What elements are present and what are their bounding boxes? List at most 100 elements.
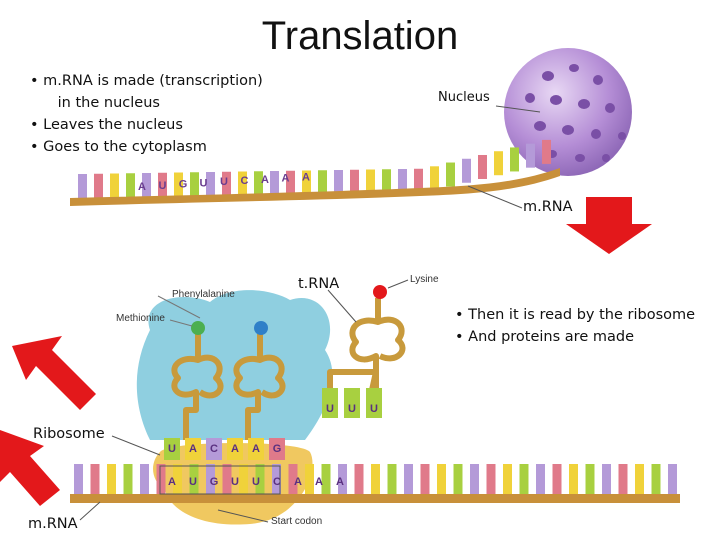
strand-tooth bbox=[536, 464, 545, 494]
strand-tooth bbox=[255, 464, 265, 494]
nucleus-label: Nucleus bbox=[438, 90, 490, 105]
mrna-base-letter: U bbox=[252, 476, 260, 488]
strand-tooth bbox=[470, 464, 479, 494]
strand-tooth bbox=[602, 464, 611, 494]
strand-tooth bbox=[90, 464, 100, 494]
strand-tooth bbox=[542, 139, 551, 164]
strand-tooth bbox=[189, 464, 199, 494]
strand-tooth bbox=[239, 464, 248, 494]
anticodon-letter: U bbox=[370, 403, 378, 415]
mrna-base-letter: G bbox=[210, 476, 219, 488]
strand-tooth bbox=[510, 147, 519, 172]
intro-bullet: • Leaves the nucleus bbox=[30, 117, 183, 133]
diagonal-arrow-icon bbox=[12, 336, 96, 410]
mrna-bottom-pointer-line bbox=[79, 501, 101, 521]
strand-tooth bbox=[446, 162, 455, 187]
anticodon-letter: U bbox=[348, 403, 356, 415]
lysine-aminoacid-icon bbox=[373, 285, 387, 299]
intro-bullet: • Goes to the cytoplasm bbox=[30, 139, 207, 155]
strand-tooth bbox=[272, 464, 281, 494]
mrna-base-letter: A bbox=[261, 174, 269, 186]
methionine-label: Methionine bbox=[116, 313, 165, 324]
strand-tooth bbox=[206, 172, 215, 196]
strand-tooth bbox=[158, 172, 167, 197]
strand-tooth bbox=[585, 464, 595, 494]
start-codon-pointer-line bbox=[217, 509, 269, 523]
strand-tooth bbox=[78, 174, 87, 198]
strand-tooth bbox=[437, 464, 446, 494]
strand-tooth bbox=[305, 464, 314, 494]
strand-tooth bbox=[404, 464, 413, 494]
mrna-base-letter: G bbox=[179, 179, 188, 191]
strand-tooth bbox=[371, 464, 380, 494]
strand-tooth bbox=[668, 464, 677, 494]
mrna-base-letter: U bbox=[220, 176, 228, 188]
right-bullet: • And proteins are made bbox=[455, 329, 634, 345]
strand-tooth bbox=[651, 464, 661, 494]
strand-tooth bbox=[190, 172, 199, 197]
phenylalanine-pointer-line bbox=[157, 295, 201, 319]
mrna-base-letter: A bbox=[138, 181, 146, 193]
strand-tooth bbox=[453, 464, 463, 494]
strand-tooth bbox=[174, 172, 183, 197]
methionine-pointer-line bbox=[169, 319, 193, 327]
mrna-base-letter: U bbox=[189, 476, 197, 488]
mrna-base-letter: A bbox=[294, 476, 302, 488]
methionine-aminoacid-icon bbox=[191, 321, 205, 335]
right-bullet-list: • Then it is read by the ribosome • And … bbox=[455, 304, 695, 348]
strand-tooth bbox=[503, 464, 512, 494]
strand-tooth bbox=[382, 169, 391, 194]
strand-tooth bbox=[270, 171, 279, 195]
ribosome-label: Ribosome bbox=[33, 426, 105, 442]
strand-tooth bbox=[94, 173, 103, 198]
strand-tooth bbox=[478, 154, 487, 179]
anticodon-block bbox=[322, 388, 338, 418]
mrna-base-letter: A bbox=[302, 171, 310, 183]
anticodon-letter: U bbox=[326, 403, 334, 415]
strand-tooth bbox=[254, 171, 263, 196]
strand-tooth bbox=[494, 151, 503, 176]
trna-pointer-line bbox=[327, 289, 357, 323]
trna-lysine-free bbox=[327, 298, 406, 391]
mrna-base-letter: U bbox=[159, 180, 167, 192]
strand-tooth bbox=[107, 464, 116, 494]
strand-tooth bbox=[635, 464, 644, 494]
strand-tooth bbox=[354, 464, 364, 494]
strand-tooth bbox=[238, 171, 247, 196]
strand-tooth bbox=[366, 169, 375, 194]
mrna-base-letter: A bbox=[282, 173, 290, 185]
strand-tooth bbox=[222, 171, 231, 196]
trna-methionine bbox=[171, 334, 224, 440]
intro-bullet: • m.RNA is made (transcription) bbox=[30, 73, 263, 89]
start-codon-label: Start codon bbox=[271, 516, 323, 527]
lysine-label: Lysine bbox=[410, 274, 439, 285]
mrna-base-letter: A bbox=[168, 476, 176, 488]
anticodon-block bbox=[269, 438, 285, 460]
mrna-top-label: m.RNA bbox=[523, 199, 573, 215]
strand-tooth bbox=[321, 464, 331, 494]
mrna-base-letter: U bbox=[200, 177, 208, 189]
strand-tooth bbox=[140, 464, 149, 494]
nucleus-sphere bbox=[504, 48, 632, 176]
trna-label: t.RNA bbox=[298, 276, 340, 292]
mrna-top-pointer-line bbox=[467, 185, 523, 209]
anticodon-letter: A bbox=[189, 443, 197, 455]
strand-tooth bbox=[350, 169, 359, 194]
strand-tooth bbox=[430, 166, 439, 191]
mrna-base-letter: C bbox=[241, 175, 249, 187]
anticodon-block bbox=[248, 438, 264, 460]
strand-tooth bbox=[126, 173, 135, 198]
strand-tooth bbox=[318, 170, 327, 195]
strand-tooth bbox=[420, 464, 430, 494]
mrna-base-letter: U bbox=[231, 476, 239, 488]
mrna-bottom-label: m.RNA bbox=[28, 516, 78, 532]
strand-tooth bbox=[74, 464, 83, 494]
anticodon-block bbox=[185, 438, 201, 460]
strand-tooth bbox=[288, 464, 298, 494]
strand-tooth bbox=[519, 464, 529, 494]
anticodon-block bbox=[344, 388, 360, 418]
